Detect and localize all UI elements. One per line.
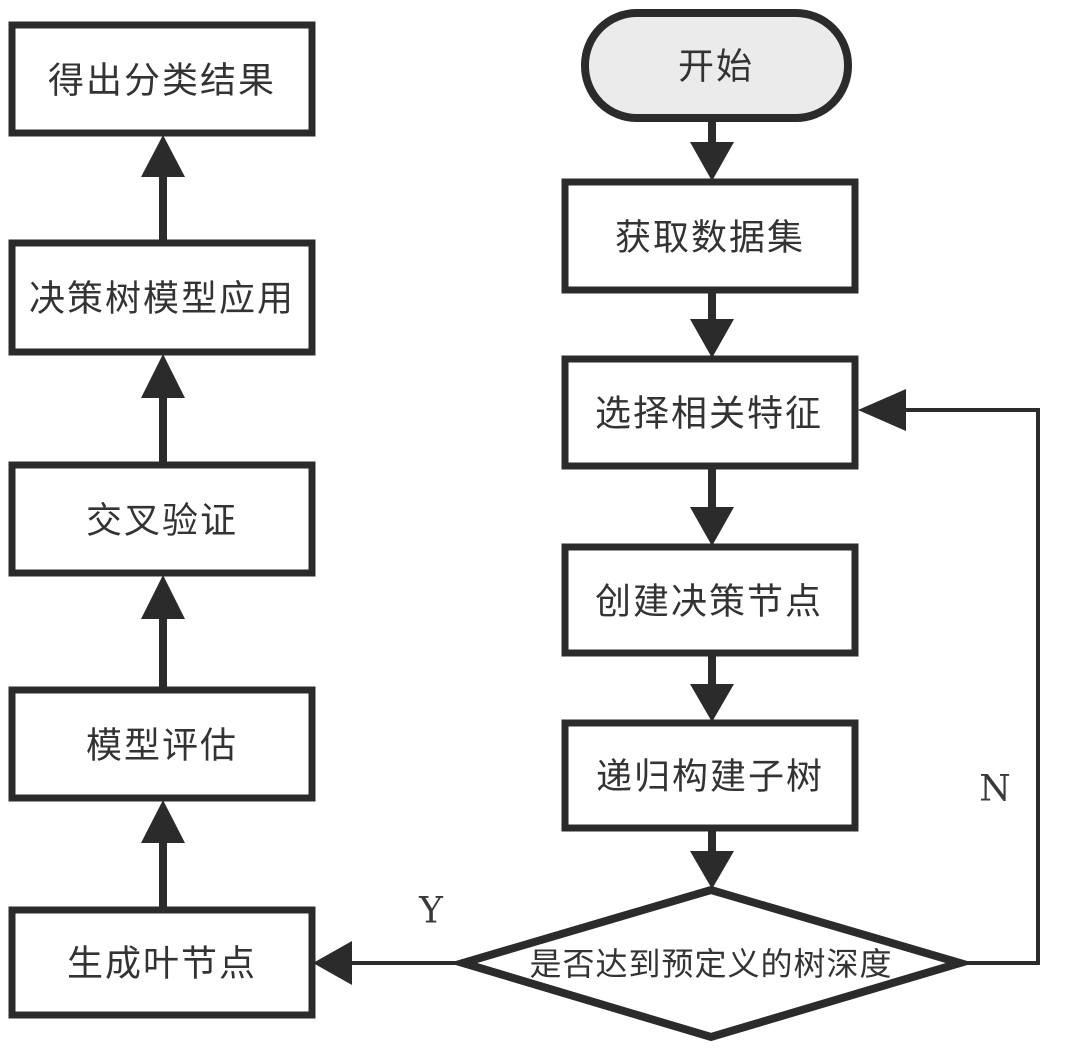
node-get-dataset: 获取数据集 <box>561 178 859 294</box>
arrow-start-to-get-dataset <box>690 116 734 181</box>
depth-check-shape <box>448 885 975 1042</box>
create-decision-node-label: 创建决策节点 <box>595 582 823 623</box>
edge-label-yes: Y <box>418 891 444 932</box>
node-generate-leaf: 生成叶节点 <box>8 906 316 1019</box>
apply-model-shape <box>8 239 316 356</box>
node-classification-result: 得出分类结果 <box>8 21 316 137</box>
arrow-model-evaluation-to-cross-validation <box>141 575 185 692</box>
start-terminal-shape <box>581 9 852 122</box>
node-depth-check: 是否达到预定义的树深度 <box>448 885 975 1042</box>
get-dataset-shape <box>561 178 859 294</box>
generate-leaf-label: 生成叶节点 <box>67 944 257 985</box>
cross-validation-label: 交叉验证 <box>86 501 238 542</box>
create-decision-node-shape <box>561 543 859 657</box>
node-cross-validation: 交叉验证 <box>8 461 316 577</box>
arrow-yes-branch <box>313 941 463 985</box>
arrow-cross-validation-to-apply-model <box>141 354 185 467</box>
classification-result-shape <box>8 21 316 137</box>
arrow-apply-model-to-classification-result <box>141 135 185 245</box>
get-dataset-label: 获取数据集 <box>615 218 805 259</box>
cross-validation-shape <box>8 461 316 577</box>
node-create-decision-node: 创建决策节点 <box>561 543 859 657</box>
model-evaluation-shape <box>8 686 316 802</box>
node-model-evaluation: 模型评估 <box>8 686 316 802</box>
arrow-select-features-to-create-node <box>690 463 734 546</box>
node-select-features: 选择相关特征 <box>561 355 859 470</box>
arrow-get-dataset-to-select-features <box>690 287 734 358</box>
start-label: 开始 <box>678 47 754 88</box>
arrow-build-subtree-to-depth-check <box>690 825 734 889</box>
arrow-create-node-to-build-subtree <box>690 650 734 722</box>
select-features-label: 选择相关特征 <box>595 394 823 435</box>
node-build-subtree: 递归构建子树 <box>561 719 859 832</box>
model-evaluation-label: 模型评估 <box>86 726 238 767</box>
depth-check-label: 是否达到预定义的树深度 <box>529 945 892 983</box>
node-start: 开始 <box>581 9 852 122</box>
classification-result-label: 得出分类结果 <box>48 61 276 102</box>
build-subtree-label: 递归构建子树 <box>596 757 824 798</box>
generate-leaf-shape <box>8 906 316 1019</box>
node-apply-model: 决策树模型应用 <box>8 239 316 356</box>
arrow-no-loop <box>858 389 1040 965</box>
edge-label-no: N <box>979 769 1011 810</box>
apply-model-label: 决策树模型应用 <box>29 279 295 320</box>
arrow-generate-leaf-to-model-evaluation <box>141 800 185 912</box>
